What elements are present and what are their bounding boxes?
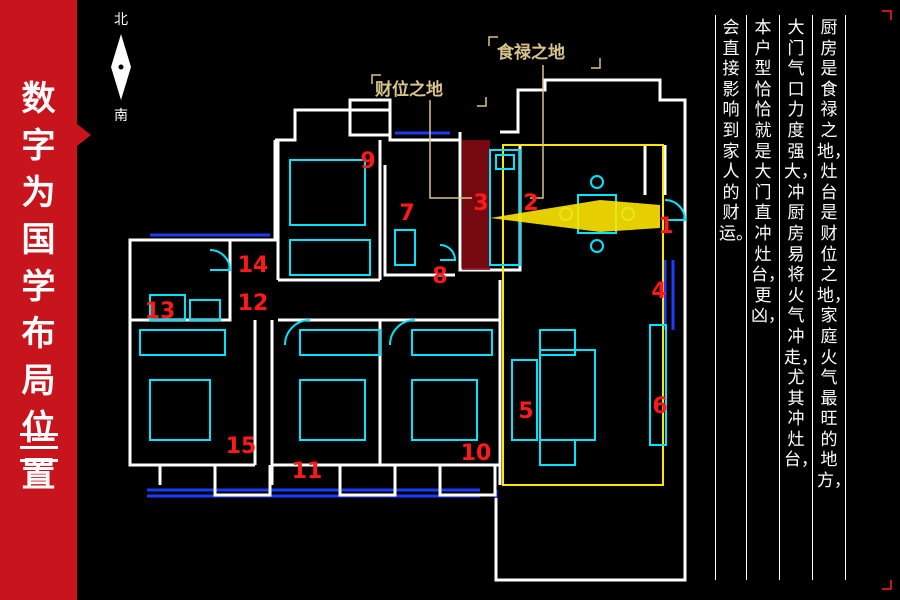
sidebar-char: 位 (21, 408, 56, 448)
room-number: 7 (399, 201, 414, 226)
sidebar-char: 布 (21, 314, 56, 354)
sidebar-char: 学 (21, 267, 56, 307)
room-number: 2 (523, 191, 538, 216)
room-number: 12 (238, 291, 269, 316)
room-number: 4 (651, 279, 666, 304)
sidebar: 数 字 为 国 学 布 局 位 置 (0, 0, 77, 600)
sidebar-arrow-icon (77, 124, 91, 146)
stove-highlight (462, 140, 490, 270)
airflow-beam (490, 200, 660, 232)
compass: 北 南 (111, 12, 131, 124)
wealth-label: 财位之地 (374, 79, 443, 100)
room-number: 1 (658, 214, 673, 239)
sidebar-char: 数 (21, 79, 56, 119)
corner-mark (882, 10, 892, 20)
column-divider (715, 15, 716, 580)
annotations: 财位之地 食禄之地 (374, 42, 565, 100)
room-numbers: 1 2 3 4 5 6 7 8 9 10 11 12 13 14 15 (145, 149, 674, 484)
column-divider (779, 15, 780, 580)
menu-lines-icon (20, 433, 58, 467)
food-label: 食禄之地 (497, 42, 565, 63)
room-number: 5 (518, 399, 533, 424)
label-brackets (371, 36, 601, 107)
sidebar-char: 字 (21, 126, 56, 166)
compass-south: 南 (114, 108, 128, 124)
room-number: 11 (292, 459, 323, 484)
room-number: 3 (473, 191, 488, 216)
sidebar-char: 局 (21, 361, 56, 401)
column-divider (812, 15, 813, 580)
room-number: 9 (360, 149, 375, 174)
callout-lines (429, 65, 544, 199)
sidebar-char: 为 (21, 173, 56, 213)
text-column: 厨房是食禄之地，灶台是财位之地，家庭火气最旺的地方， (817, 18, 851, 492)
room-number: 15 (226, 434, 257, 459)
room-number: 8 (432, 264, 447, 289)
compass-north: 北 (114, 12, 128, 28)
room-number: 10 (461, 441, 492, 466)
sidebar-title: 数 字 为 国 学 布 局 位 置 (0, 76, 77, 499)
living-zone (502, 144, 664, 486)
sidebar-char: 国 (21, 220, 56, 260)
room-number: 13 (145, 299, 176, 324)
furniture (139, 149, 687, 466)
text-column: 本户型恰恰就是大门直冲灶台，更凶， (751, 18, 785, 327)
floor-plan: 北 南 (111, 12, 687, 582)
room-number: 6 (652, 394, 667, 419)
column-divider (746, 15, 747, 580)
room-number: 14 (238, 253, 269, 278)
corner-mark (882, 580, 892, 590)
column-divider (845, 15, 846, 580)
text-column: 会直接影响到家人的财运。 (719, 18, 753, 244)
text-column: 大门气口力度强大，冲厨房易将火气冲走，尤其冲灶台， (784, 18, 818, 471)
